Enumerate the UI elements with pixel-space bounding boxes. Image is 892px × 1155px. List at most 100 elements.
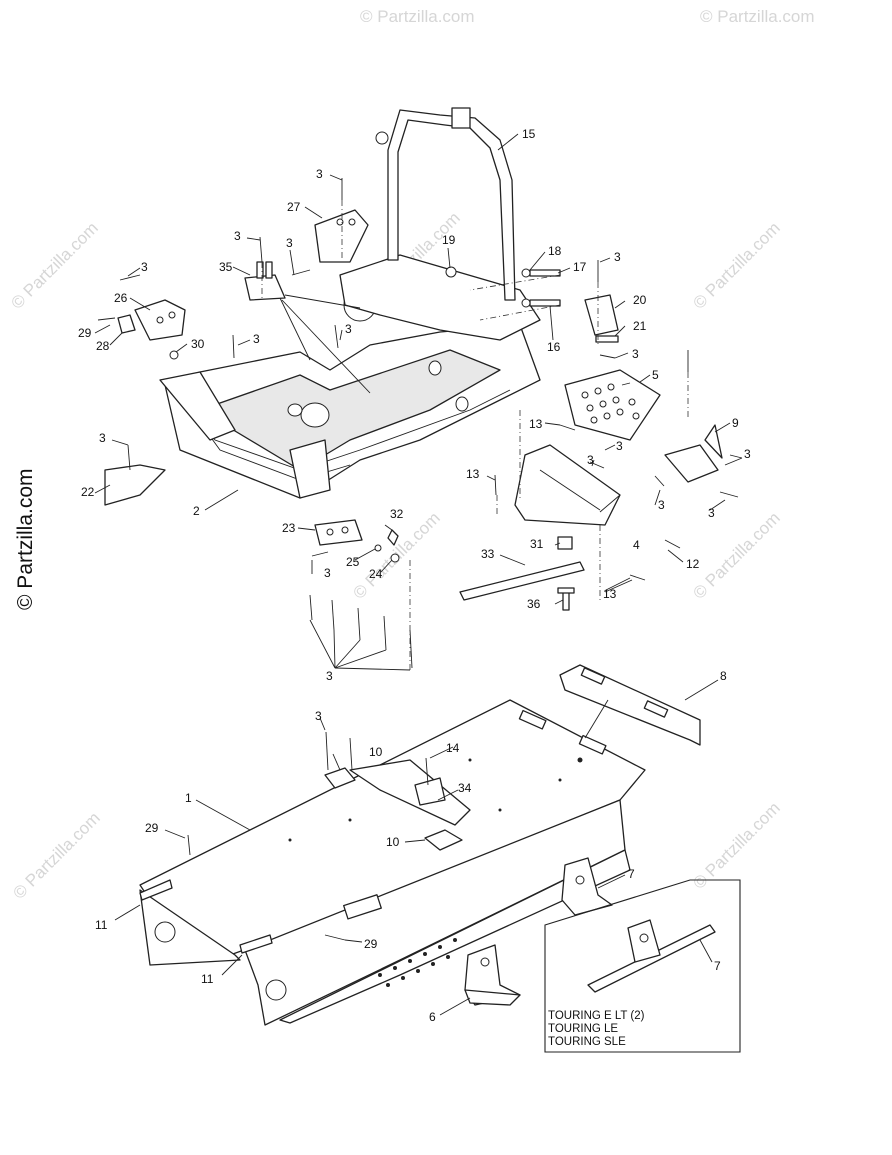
callout-10: 10 [386, 835, 400, 849]
bracket-27 [314, 209, 369, 263]
upper-frame-assembly [97, 107, 743, 671]
inset-panel: TOURING E LT (2) TOURING LE TOURING SLE [544, 879, 741, 1053]
crossmember-edge [539, 469, 601, 511]
callout-26: 26 [114, 291, 128, 305]
callout-9: 9 [732, 416, 739, 430]
callout-30: 30 [191, 337, 205, 351]
inset-model-line: TOURING SLE [548, 1036, 626, 1048]
callout-10: 10 [369, 745, 383, 759]
watermark: © Partzilla.com [689, 798, 783, 892]
callout-3: 3 [345, 322, 352, 336]
tunnel-side-left [139, 889, 241, 966]
callout-24: 24 [369, 567, 383, 581]
rail-11-lower [239, 934, 273, 954]
inset-model-line: TOURING E LT (2) [548, 1010, 645, 1022]
plate-slot [580, 667, 606, 685]
callout-3: 3 [234, 229, 241, 243]
clip-28 [117, 314, 136, 334]
bracket-hole [336, 218, 344, 226]
crossmember-4 [514, 444, 621, 526]
callout-27: 27 [287, 200, 301, 214]
callout-36: 36 [527, 597, 541, 611]
bracket-9 [664, 444, 719, 483]
bolt-head [557, 587, 575, 594]
slider-33 [459, 561, 585, 601]
bracket-hole [326, 528, 334, 536]
callout-13: 13 [529, 417, 543, 431]
callout-12: 12 [686, 557, 700, 571]
callout-3: 3 [99, 431, 106, 445]
inset-bracket-7 [587, 924, 716, 993]
bracket-10-upper [324, 767, 356, 789]
callout-32: 32 [390, 507, 404, 521]
callout-29: 29 [78, 326, 92, 340]
fasteners [97, 178, 743, 669]
nut-31 [557, 536, 573, 550]
callout-14: 14 [446, 741, 460, 755]
bolt-17 [529, 269, 561, 277]
bolt-16 [529, 299, 561, 307]
bracket-9-tab [704, 424, 723, 459]
bracket-14 [414, 777, 446, 806]
watermark: © Partzilla.com [700, 7, 815, 26]
callout-34: 34 [458, 781, 472, 795]
inset-model-line: TOURING LE [548, 1023, 618, 1035]
callout-3: 3 [587, 453, 594, 467]
washer-25 [374, 544, 382, 552]
bracket-hole [480, 957, 490, 967]
callout-5: 5 [652, 368, 659, 382]
steering-bracket [451, 107, 471, 129]
bracket-hole [575, 875, 585, 885]
callout-13: 13 [466, 467, 480, 481]
callout-3: 3 [316, 167, 323, 181]
tunnel-label [343, 894, 382, 920]
tunnel-hole [265, 979, 287, 1001]
fasteners-lower [187, 731, 429, 941]
washer [521, 298, 531, 308]
frame-hole [300, 402, 330, 428]
callout-3: 3 [324, 566, 331, 580]
side-watermark: © Partzilla.com [14, 468, 37, 610]
callout-3: 3 [286, 236, 293, 250]
callout-35: 35 [219, 260, 233, 274]
callout-11: 11 [201, 972, 214, 986]
bracket-35 [244, 274, 286, 301]
plate-21 [595, 335, 619, 343]
nut-19 [445, 266, 457, 278]
tunnel-box [339, 254, 541, 341]
callout-19: 19 [442, 233, 456, 247]
callout-28: 28 [96, 339, 110, 353]
callout-22: 22 [81, 485, 95, 499]
callout-16: 16 [547, 340, 561, 354]
heat-shield-5 [564, 369, 661, 441]
callout-1: 1 [185, 791, 192, 805]
bolt [256, 261, 264, 279]
callout-3: 3 [614, 250, 621, 264]
bolt [265, 261, 273, 279]
frame-hole [428, 360, 442, 376]
clip-32 [387, 529, 399, 546]
inset-border [544, 879, 741, 1053]
leader-3-group [309, 619, 411, 671]
callout-29: 29 [364, 937, 378, 951]
callout-3: 3 [315, 709, 322, 723]
callout-6: 6 [429, 1010, 436, 1024]
watermark: © Partzilla.com [9, 808, 103, 902]
callout-18: 18 [548, 244, 562, 258]
callout-15: 15 [522, 127, 536, 141]
bracket-23 [314, 519, 363, 546]
lower-tunnel-assembly [139, 664, 701, 1026]
callout-25: 25 [346, 555, 360, 569]
callout-2: 2 [193, 504, 200, 518]
bracket-20 [584, 294, 619, 336]
rail-11-upper [139, 879, 173, 901]
callout-numbers: 15 3 27 3 3 19 18 3 3 35 17 26 20 3 29 2… [78, 127, 751, 1024]
callout-7: 7 [628, 867, 635, 881]
watermark: © Partzilla.com [689, 218, 783, 312]
bracket-7 [561, 857, 613, 916]
washer-30 [169, 350, 179, 360]
bracket-hole [156, 316, 164, 324]
callout-7: 7 [714, 959, 721, 973]
callout-17: 17 [573, 260, 587, 274]
